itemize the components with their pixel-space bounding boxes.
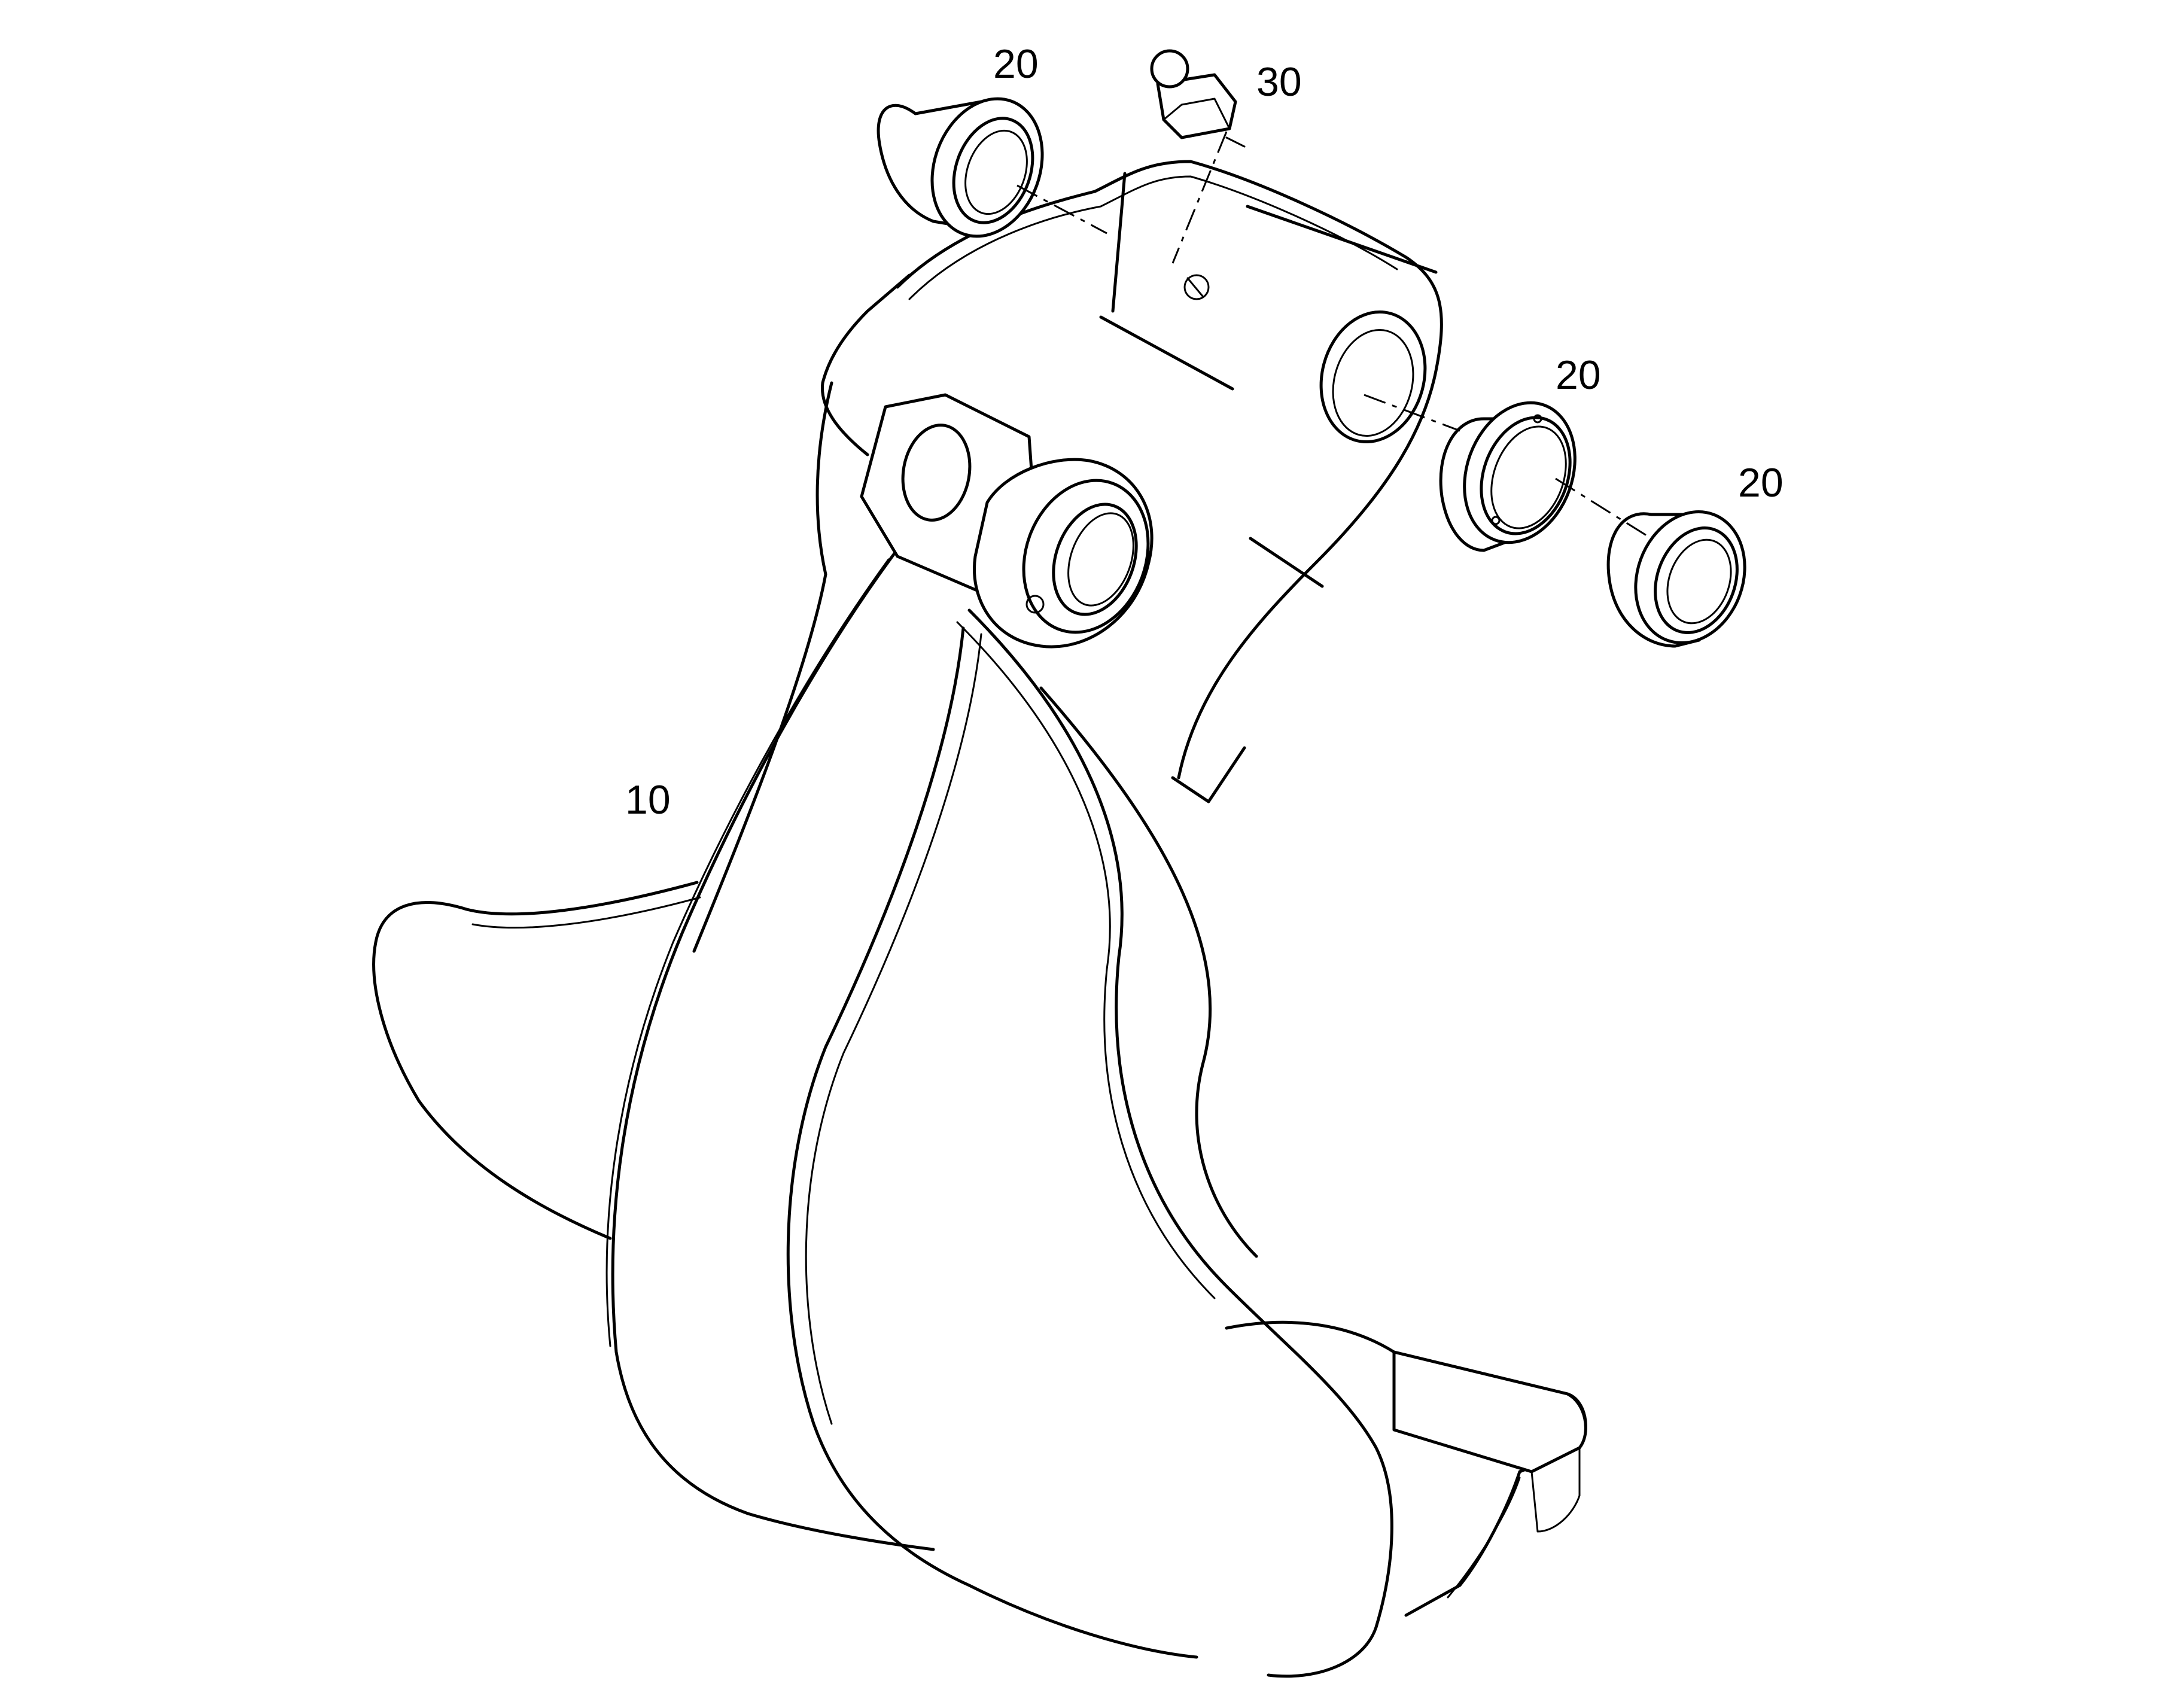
- wear-tip: [1225, 1320, 1587, 1617]
- yoke-top: [860, 160, 1443, 803]
- bucket-side-wing: [372, 881, 701, 1240]
- callout-bushing-right-outer: 20: [1738, 460, 1784, 506]
- bucket-back-plate: [605, 273, 935, 1551]
- bucket-front-plate: [786, 608, 1393, 1678]
- bushing-right-inner: [1439, 401, 1577, 552]
- callout-grease-fitting: 30: [1256, 59, 1302, 105]
- bushing-top-left: [877, 97, 1044, 238]
- callout-bushing-top-left: 20: [993, 41, 1039, 87]
- callout-bucket: 10: [625, 777, 671, 823]
- front-boss: [973, 458, 1154, 649]
- grease-fitting: [1150, 49, 1237, 139]
- center-lines: [1017, 131, 1652, 540]
- callout-bushing-right-inner: 20: [1556, 352, 1601, 398]
- bushing-right-outer: [1606, 510, 1746, 648]
